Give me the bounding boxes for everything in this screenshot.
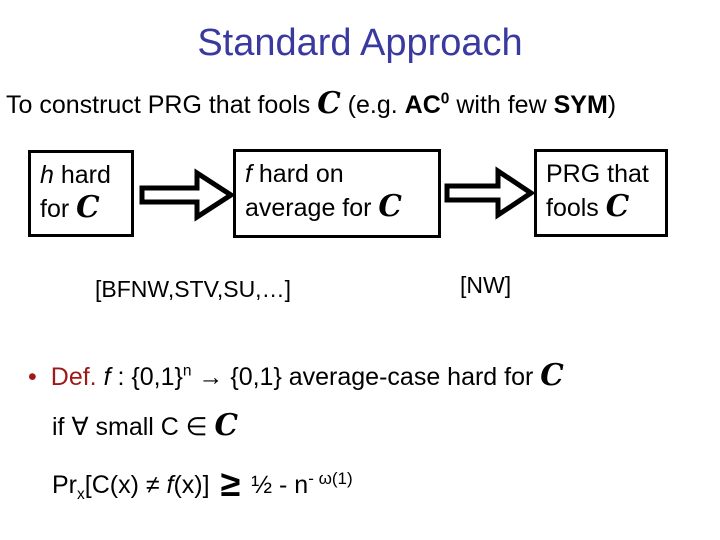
ac-superscript: 0 bbox=[440, 90, 450, 108]
script-c-symbol: C bbox=[605, 188, 630, 223]
def-label: Def. bbox=[50, 363, 97, 391]
script-c-symbol: C bbox=[317, 85, 341, 120]
omega-exponent: - ω(1) bbox=[308, 468, 353, 488]
x-subscript: x bbox=[77, 486, 85, 503]
forall-line: if ∀ small C ∈ C bbox=[52, 410, 238, 442]
box3-line1: PRG that bbox=[546, 160, 649, 188]
geq-symbol: ≥ bbox=[220, 463, 241, 504]
forall-text: if ∀ small C ∈ bbox=[52, 413, 215, 441]
half-minus-n: ½ - n bbox=[244, 471, 309, 499]
intro-ac0: AC0 bbox=[404, 90, 450, 119]
definition-line: • Def. f : {0,1}n → {0,1} average-case ha… bbox=[28, 360, 718, 392]
script-c-symbol: C bbox=[378, 188, 402, 223]
bullet-icon: • bbox=[28, 363, 37, 391]
intro-line: To construct PRG that fools C (e.g. AC0 … bbox=[6, 88, 718, 120]
box1-var: h bbox=[40, 161, 54, 189]
box2-line2: average for bbox=[245, 194, 379, 222]
box1-line1: hard bbox=[53, 161, 111, 189]
probability-line: Prx[C(x) ≠ f(x)] ≥ ½ - n- ω(1) bbox=[52, 460, 353, 504]
box3-line2: fools bbox=[546, 194, 606, 222]
slide-title: Standard Approach bbox=[197, 22, 523, 64]
def-range: → {0,1} average-case hard for bbox=[191, 363, 541, 391]
intro-text-mid2: with few bbox=[449, 91, 554, 119]
citation-bfnw-stv-su: [BFNW,STV,SU,…] bbox=[95, 276, 291, 302]
def-f: f bbox=[103, 363, 111, 391]
intro-text-pre: To construct PRG that fools bbox=[6, 91, 318, 119]
box1-line2: for bbox=[40, 195, 77, 223]
citation-nw: [NW] bbox=[460, 272, 512, 298]
diagram-box-avg-hard: f hard on average for C bbox=[233, 149, 441, 238]
script-c-symbol: C bbox=[214, 407, 238, 442]
intro-sym: SYM bbox=[553, 91, 608, 119]
box2-line1: hard on bbox=[251, 160, 344, 188]
script-c-symbol: C bbox=[76, 189, 100, 224]
box2-var: f bbox=[245, 160, 252, 188]
pr-f: f bbox=[166, 471, 174, 499]
block-arrow-icon bbox=[139, 166, 236, 229]
intro-text-mid1: (e.g. bbox=[340, 91, 405, 119]
intro-text-end: ) bbox=[607, 91, 617, 119]
block-arrow-icon bbox=[444, 164, 536, 227]
n-superscript: n bbox=[182, 362, 192, 380]
def-domain: : {0,1} bbox=[110, 363, 183, 391]
pr-close: (x)] bbox=[173, 471, 217, 499]
pr-text: Pr bbox=[52, 471, 77, 499]
diagram-box-prg: PRG that fools C bbox=[534, 149, 668, 237]
spacer bbox=[97, 363, 104, 391]
script-c-symbol: C bbox=[540, 357, 564, 392]
pr-middle: [C(x) ≠ bbox=[84, 471, 167, 499]
diagram-box-hard: h hard for C bbox=[28, 150, 134, 237]
